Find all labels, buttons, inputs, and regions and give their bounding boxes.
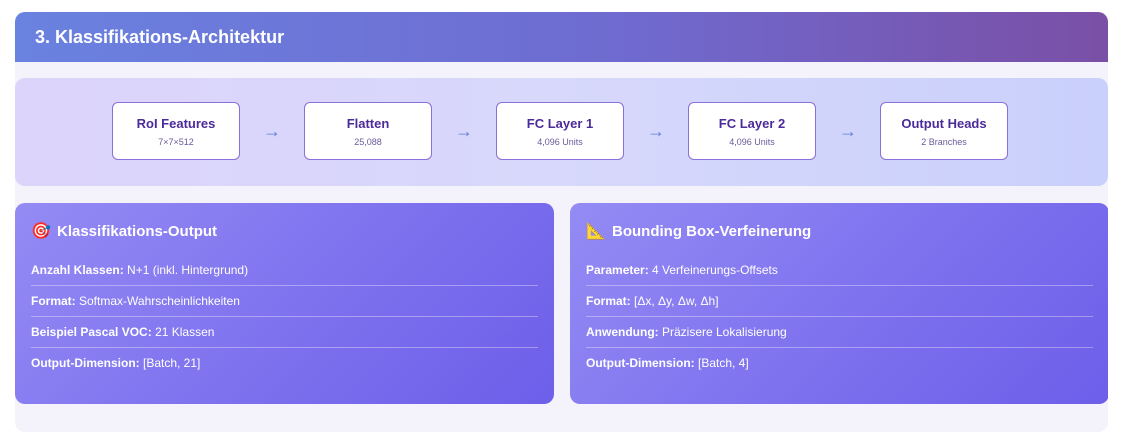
triangular-ruler-icon: 📐 [586, 223, 606, 240]
card-title: 📐 Bounding Box-Verfeinerung [586, 221, 1093, 241]
row-label: Output-Dimension: [31, 356, 140, 370]
arrow-right-icon: → [839, 120, 857, 141]
arrow-right-icon: → [455, 120, 473, 141]
row-label: Format: [31, 294, 76, 308]
card-title-text: Klassifikations-Output [57, 222, 218, 240]
row-label: Beispiel Pascal VOC: [31, 325, 152, 339]
node-fc-layer-2: FC Layer 2 4,096 Units [688, 102, 816, 160]
row-label: Output-Dimension: [586, 356, 695, 370]
bbox-refinement-card: 📐 Bounding Box-Verfeinerung Parameter: 4… [570, 203, 1108, 404]
card-title-text: Bounding Box-Verfeinerung [612, 222, 812, 240]
pipeline-flow: RoI Features 7×7×512 → Flatten 25,088 → … [15, 78, 1108, 186]
node-roi-features: RoI Features 7×7×512 [112, 102, 240, 160]
row-label: Anzahl Klassen: [31, 263, 124, 277]
row-value: [Batch, 21] [139, 356, 201, 370]
node-output-heads: Output Heads 2 Branches [880, 102, 1008, 160]
row-value: [Δx, Δy, Δw, Δh] [630, 294, 719, 308]
node-subtitle: 2 Branches [921, 136, 967, 147]
node-subtitle: 4,096 Units [537, 136, 583, 147]
row-value: 4 Verfeinerungs-Offsets [648, 263, 778, 277]
info-row: Output-Dimension: [Batch, 4] [586, 348, 1093, 378]
node-subtitle: 7×7×512 [158, 136, 194, 147]
row-value: Softmax-Wahrscheinlichkeiten [75, 294, 240, 308]
node-fc-layer-1: FC Layer 1 4,096 Units [496, 102, 624, 160]
node-flatten: Flatten 25,088 [304, 102, 432, 160]
card-title: 🎯 Klassifikations-Output [31, 221, 538, 241]
arrow-right-icon: → [647, 120, 665, 141]
section-title: 3. Klassifikations-Architektur [35, 26, 285, 47]
info-row: Anwendung: Präzisere Lokalisierung [586, 317, 1093, 348]
node-subtitle: 4,096 Units [729, 136, 775, 147]
classification-output-card: 🎯 Klassifikations-Output Anzahl Klassen:… [15, 203, 554, 404]
row-label: Anwendung: [586, 325, 659, 339]
section-header: 3. Klassifikations-Architektur [15, 12, 1108, 62]
node-title: FC Layer 2 [718, 115, 786, 131]
info-row: Beispiel Pascal VOC: 21 Klassen [31, 317, 538, 348]
architecture-section: 3. Klassifikations-Architektur RoI Featu… [15, 12, 1108, 432]
arrow-right-icon: → [263, 120, 281, 141]
node-subtitle: 25,088 [354, 136, 382, 147]
node-title: Output Heads [901, 115, 987, 131]
node-title: Flatten [346, 115, 390, 131]
target-icon: 🎯 [31, 223, 51, 240]
row-value: 21 Klassen [151, 325, 215, 339]
node-title: FC Layer 1 [526, 115, 594, 131]
row-label: Format: [586, 294, 631, 308]
row-value: [Batch, 4] [694, 356, 749, 370]
row-label: Parameter: [586, 263, 649, 277]
info-row: Format: Softmax-Wahrscheinlichkeiten [31, 286, 538, 317]
info-row: Parameter: 4 Verfeinerungs-Offsets [586, 255, 1093, 286]
info-row: Output-Dimension: [Batch, 21] [31, 348, 538, 378]
info-row: Anzahl Klassen: N+1 (inkl. Hintergrund) [31, 255, 538, 286]
node-title: RoI Features [136, 115, 216, 131]
info-row: Format: [Δx, Δy, Δw, Δh] [586, 286, 1093, 317]
row-value: N+1 (inkl. Hintergrund) [123, 263, 249, 277]
row-value: Präzisere Lokalisierung [658, 325, 787, 339]
pipeline-row: RoI Features 7×7×512 → Flatten 25,088 → … [112, 102, 1008, 160]
